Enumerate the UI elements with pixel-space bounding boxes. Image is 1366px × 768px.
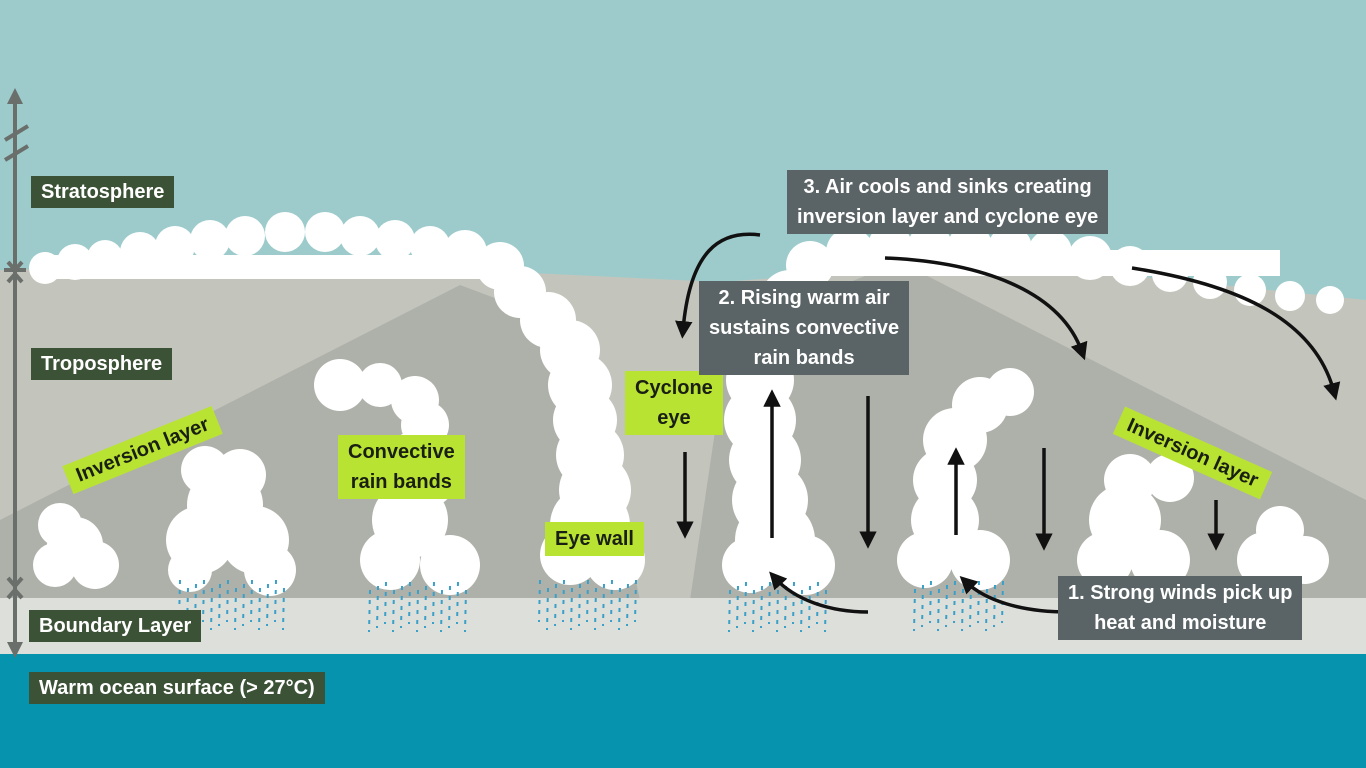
step-3-label: 3. Air cools and sinks creating inversio… <box>787 170 1109 234</box>
rain-streak <box>618 587 621 631</box>
cyclone-eye-label: Cyclone eye <box>625 371 723 435</box>
step-2-label: 2. Rising warm air sustains convective r… <box>699 281 910 375</box>
rain-streak <box>913 588 916 632</box>
step-1-label: 1. Strong winds pick up heat and moistur… <box>1058 576 1303 640</box>
rain-streak <box>392 589 395 633</box>
rain-streak <box>570 587 573 631</box>
boundary-layer-label: Boundary Layer <box>29 610 202 642</box>
rain-streak <box>218 583 221 627</box>
rain-streak <box>977 580 980 624</box>
rain-streak <box>234 587 237 631</box>
rain-streak <box>594 587 597 631</box>
convective-cloud-6 <box>1237 506 1329 588</box>
rain-streak <box>824 589 827 633</box>
ocean-surface-label: Warm ocean surface (> 27°C) <box>29 672 325 704</box>
rain-streak <box>538 579 541 623</box>
rain-streak <box>440 589 443 633</box>
rain-streak <box>985 588 988 632</box>
rain-streak <box>424 585 427 629</box>
rain-streak <box>752 589 755 633</box>
rain-streak <box>602 583 605 627</box>
rain-streak <box>384 581 387 625</box>
rain-streak <box>194 583 197 627</box>
convective-rain-bands-label: Convective rain bands <box>338 435 465 499</box>
rain-streak <box>945 584 948 628</box>
rain-streak <box>586 579 589 623</box>
rain-streak <box>432 581 435 625</box>
rain-streak <box>792 581 795 625</box>
rain-streak <box>178 579 181 623</box>
rain-streak <box>768 581 771 625</box>
rain-streak <box>760 585 763 629</box>
rain-streak <box>456 581 459 625</box>
convective-cloud-2 <box>166 446 296 596</box>
rain-streak <box>274 579 277 623</box>
circulation-arrows <box>675 232 1341 614</box>
rain-streak <box>226 579 229 623</box>
altitude-axis <box>3 88 30 658</box>
rain-streak <box>376 585 379 629</box>
rain-streak <box>953 580 956 624</box>
rain-streak <box>929 580 932 624</box>
rain-streak <box>626 583 629 627</box>
rain-streak <box>634 579 637 623</box>
rain-streak <box>210 587 213 631</box>
rain-streak <box>993 584 996 628</box>
rain-streak <box>186 587 189 631</box>
rain-streak <box>610 579 613 623</box>
troposphere-label: Troposphere <box>31 348 173 380</box>
rain-streak <box>368 589 371 633</box>
rain-streak <box>448 585 451 629</box>
rain-streak <box>961 588 964 632</box>
convective-cloud-4 <box>897 368 1034 590</box>
rain-streak <box>921 584 924 628</box>
stratosphere-label: Stratosphere <box>31 176 175 208</box>
rain-streak <box>464 589 467 633</box>
rain-streak <box>282 587 285 631</box>
rain-streak <box>736 585 739 629</box>
rain-streak <box>242 583 245 627</box>
inner-troposphere-left <box>0 285 640 600</box>
rain-streak <box>800 589 803 633</box>
convective-cloud-1 <box>33 503 119 589</box>
rain-streak <box>562 579 565 623</box>
rain-streak <box>266 583 269 627</box>
rain-streak <box>554 583 557 627</box>
rain-streak <box>728 589 731 633</box>
rain-streak <box>808 585 811 629</box>
rain-streak <box>250 579 253 623</box>
rain-streak <box>546 587 549 631</box>
rain-streak <box>202 579 205 623</box>
rain-streak <box>937 588 940 632</box>
eye-wall-label: Eye wall <box>545 522 644 556</box>
rain-streak <box>969 584 972 628</box>
rain-streak <box>408 581 411 625</box>
rain-streak <box>744 581 747 625</box>
rain-streak <box>578 583 581 627</box>
rain-streak <box>776 589 779 633</box>
convective-cloud-5 <box>1077 454 1194 590</box>
rain-streak <box>416 589 419 633</box>
rain-streak <box>784 585 787 629</box>
rain-streak <box>400 585 403 629</box>
rain-streak <box>258 587 261 631</box>
